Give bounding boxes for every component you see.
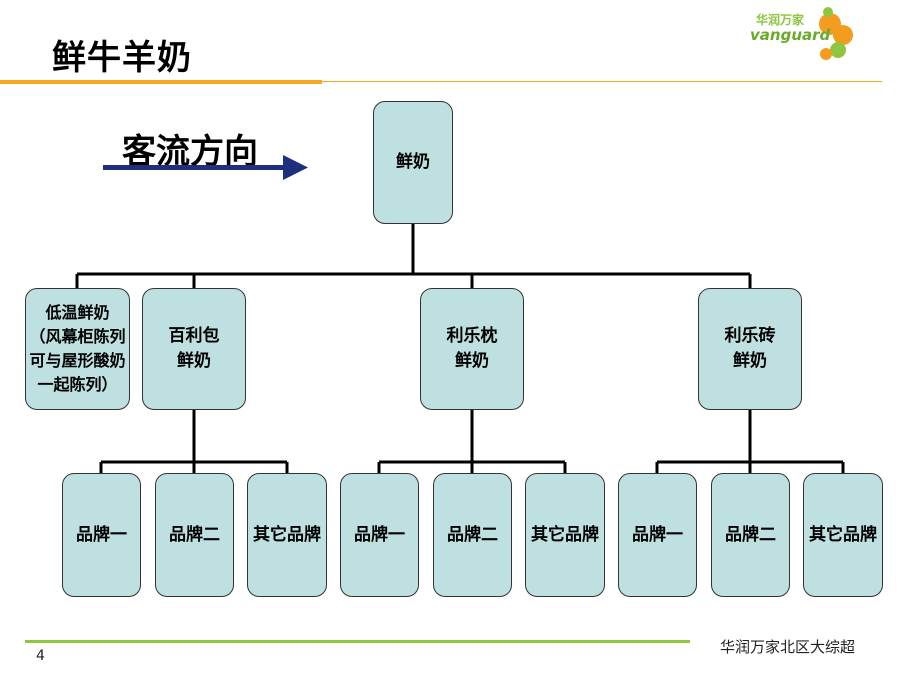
node-label: 利乐砖 鲜奶 (724, 326, 776, 371)
page-number: 4 (36, 648, 45, 664)
logo-en-text: vanguard (750, 26, 831, 44)
node-label: 品牌二 (447, 524, 498, 545)
node-brand: 品牌二 (433, 473, 512, 597)
node-tetra-pillow-fresh-milk: 利乐枕 鲜奶 (420, 288, 524, 410)
node-label: 品牌二 (169, 524, 220, 545)
node-label: 品牌二 (725, 524, 776, 545)
node-label: 鲜奶 (396, 152, 430, 173)
node-brand: 品牌一 (618, 473, 697, 597)
node-brand: 其它品牌 (247, 473, 327, 597)
node-tetra-brick-fresh-milk: 利乐砖 鲜奶 (698, 288, 802, 410)
node-label: 品牌一 (632, 524, 683, 545)
node-label: 百利包 鲜奶 (168, 326, 220, 371)
title-rule (322, 81, 882, 82)
node-brand: 其它品牌 (803, 473, 883, 597)
logo-cn-text: 华润万家 (756, 12, 805, 27)
node-brand: 品牌二 (711, 473, 790, 597)
node-label: 低温鲜奶 （风幕柜陈列 可与屋形酸奶 一起陈列） (29, 303, 126, 394)
node-brand: 其它品牌 (525, 473, 605, 597)
node-label: 利乐枕 鲜奶 (446, 326, 498, 371)
node-low-temp-fresh-milk: 低温鲜奶 （风幕柜陈列 可与屋形酸奶 一起陈列） (25, 288, 130, 410)
slide-title: 鲜牛羊奶 (52, 38, 192, 78)
footer-text: 华润万家北区大综超 (720, 638, 856, 656)
node-label: 其它品牌 (531, 524, 599, 545)
node-pouch-fresh-milk: 百利包 鲜奶 (142, 288, 246, 410)
title-underline (0, 80, 322, 84)
node-label: 品牌一 (76, 524, 127, 545)
node-label: 其它品牌 (253, 524, 321, 545)
node-brand: 品牌二 (155, 473, 234, 597)
node-root-fresh-milk: 鲜奶 (373, 101, 453, 224)
node-label: 品牌一 (354, 524, 405, 545)
footer-rule (25, 640, 690, 643)
node-brand: 品牌一 (62, 473, 141, 597)
node-label: 其它品牌 (809, 524, 877, 545)
node-brand: 品牌一 (340, 473, 419, 597)
vanguard-logo: 华润万家 vanguard (750, 7, 853, 60)
flow-arrow-icon (103, 155, 308, 180)
